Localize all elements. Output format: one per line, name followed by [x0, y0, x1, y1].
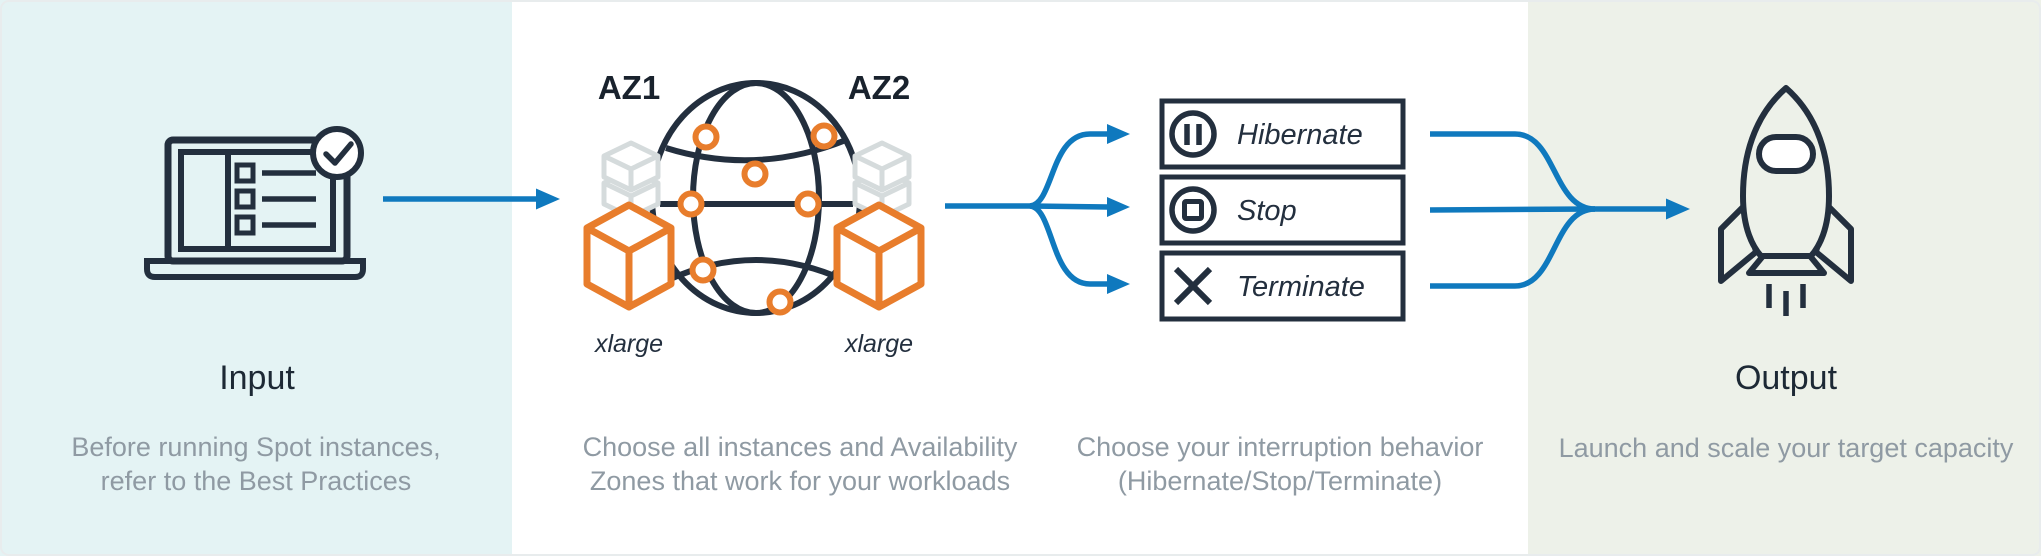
flow-arrow-input-to-instances — [383, 188, 560, 210]
arrowhead-icon — [536, 188, 560, 210]
instance-cube-stack-right-icon — [852, 140, 912, 220]
output-heading: Output — [1735, 359, 1838, 397]
fanout-arrows — [945, 124, 1130, 294]
arrowhead-icon — [1107, 197, 1130, 217]
xlarge-label-right: xlarge — [844, 330, 913, 358]
interruption-panel: Hibernate Stop Terminate Choose your int… — [1077, 98, 1484, 496]
arrowhead-icon — [1107, 124, 1130, 144]
stop-circle-icon — [1169, 186, 1217, 234]
arrowhead-icon — [1107, 274, 1130, 294]
interruption-caption-line1: Choose your interruption behavior — [1077, 432, 1484, 462]
check-badge-icon — [310, 126, 364, 180]
xlarge-instance-cube-left-icon — [583, 201, 675, 311]
interruption-caption-line2: (Hibernate/Stop/Terminate) — [1118, 466, 1442, 496]
instances-panel: AZ1 AZ2 xlarge xlarge Choose all instanc… — [583, 69, 1018, 496]
laptop-checklist-icon — [144, 126, 366, 280]
pause-circle-icon — [1169, 110, 1217, 158]
output-panel: Output Launch and scale your target capa… — [1559, 85, 2014, 463]
input-heading: Input — [219, 359, 295, 397]
input-caption-line1: Before running Spot instances, — [71, 432, 440, 462]
az1-label: AZ1 — [598, 69, 660, 106]
xlarge-instance-cube-right-icon — [833, 201, 925, 311]
globe-network-icon — [649, 80, 863, 316]
rocket-exhaust-lines — [1766, 284, 1806, 316]
xlarge-label-left: xlarge — [594, 330, 663, 358]
instances-caption-line1: Choose all instances and Availability — [583, 432, 1018, 462]
output-caption-line1: Launch and scale your target capacity — [1559, 433, 2014, 463]
rocket-icon — [1718, 85, 1854, 316]
instance-cube-stack-left-icon — [601, 140, 661, 220]
arrowhead-icon — [1666, 198, 1690, 220]
az2-label: AZ2 — [848, 69, 910, 106]
stop-label: Stop — [1237, 195, 1297, 227]
input-caption-line2: refer to the Best Practices — [101, 466, 412, 496]
merge-arrows — [1429, 131, 1690, 289]
hibernate-option-box: Hibernate — [1159, 98, 1406, 170]
terminate-label: Terminate — [1237, 271, 1365, 303]
terminate-option-box: Terminate — [1159, 250, 1406, 322]
stop-option-box: Stop — [1159, 174, 1406, 246]
instances-caption-line2: Zones that work for your workloads — [590, 466, 1010, 496]
globe-node-icons — [677, 122, 838, 316]
input-panel: Input Before running Spot instances, ref… — [71, 126, 441, 496]
output-panel-background — [1528, 0, 2041, 556]
x-mark-icon — [1173, 266, 1213, 306]
hibernate-label: Hibernate — [1237, 119, 1363, 151]
